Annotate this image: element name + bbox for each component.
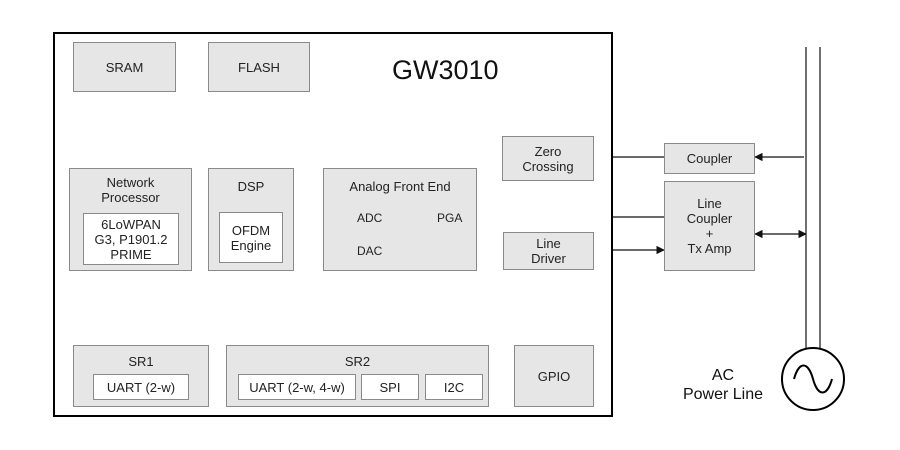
zero-crossing-block: Zero Crossing [502,136,594,181]
sr2-block: SR2 UART (2-w, 4-w) SPI I2C [226,345,489,407]
sr1-uart-box: UART (2-w) [93,374,189,400]
gpio-block: GPIO [514,345,594,407]
sr1-block: SR1 UART (2-w) [73,345,209,407]
line-coupler-block: Line Coupler + Tx Amp [664,181,755,271]
sr1-title: SR1 [128,354,154,369]
ofdm-engine-box: OFDM Engine [219,212,283,263]
analog-front-end-block: Analog Front End [323,168,477,271]
line-driver-block: Line Driver [503,232,594,270]
network-processor-title: Network Processor [101,175,160,205]
dsp-block: DSP OFDM Engine [208,168,294,271]
dsp-title: DSP [237,179,265,194]
sr2-i2c-box: I2C [425,374,483,400]
chip-title: GW3010 [392,55,499,85]
pga-label: PGA [437,211,463,225]
dac-label: DAC [357,244,383,258]
coupler-block: Coupler [664,143,755,174]
analog-front-end-title: Analog Front End [349,179,451,194]
ac-power-line-label: AC Power Line [682,367,764,403]
sr2-uart-box: UART (2-w, 4-w) [238,374,356,400]
adc-label: ADC [357,211,383,225]
flash-block: FLASH [208,42,310,92]
protocol-stack-box: 6LoWPAN G3, P1901.2 PRIME [83,213,179,265]
network-processor-block: Network Processor 6LoWPAN G3, P1901.2 PR… [69,168,192,271]
sr2-title: SR2 [344,354,371,369]
sr2-spi-box: SPI [361,374,419,400]
sram-block: SRAM [73,42,176,92]
sine-wave-icon [793,364,833,394]
